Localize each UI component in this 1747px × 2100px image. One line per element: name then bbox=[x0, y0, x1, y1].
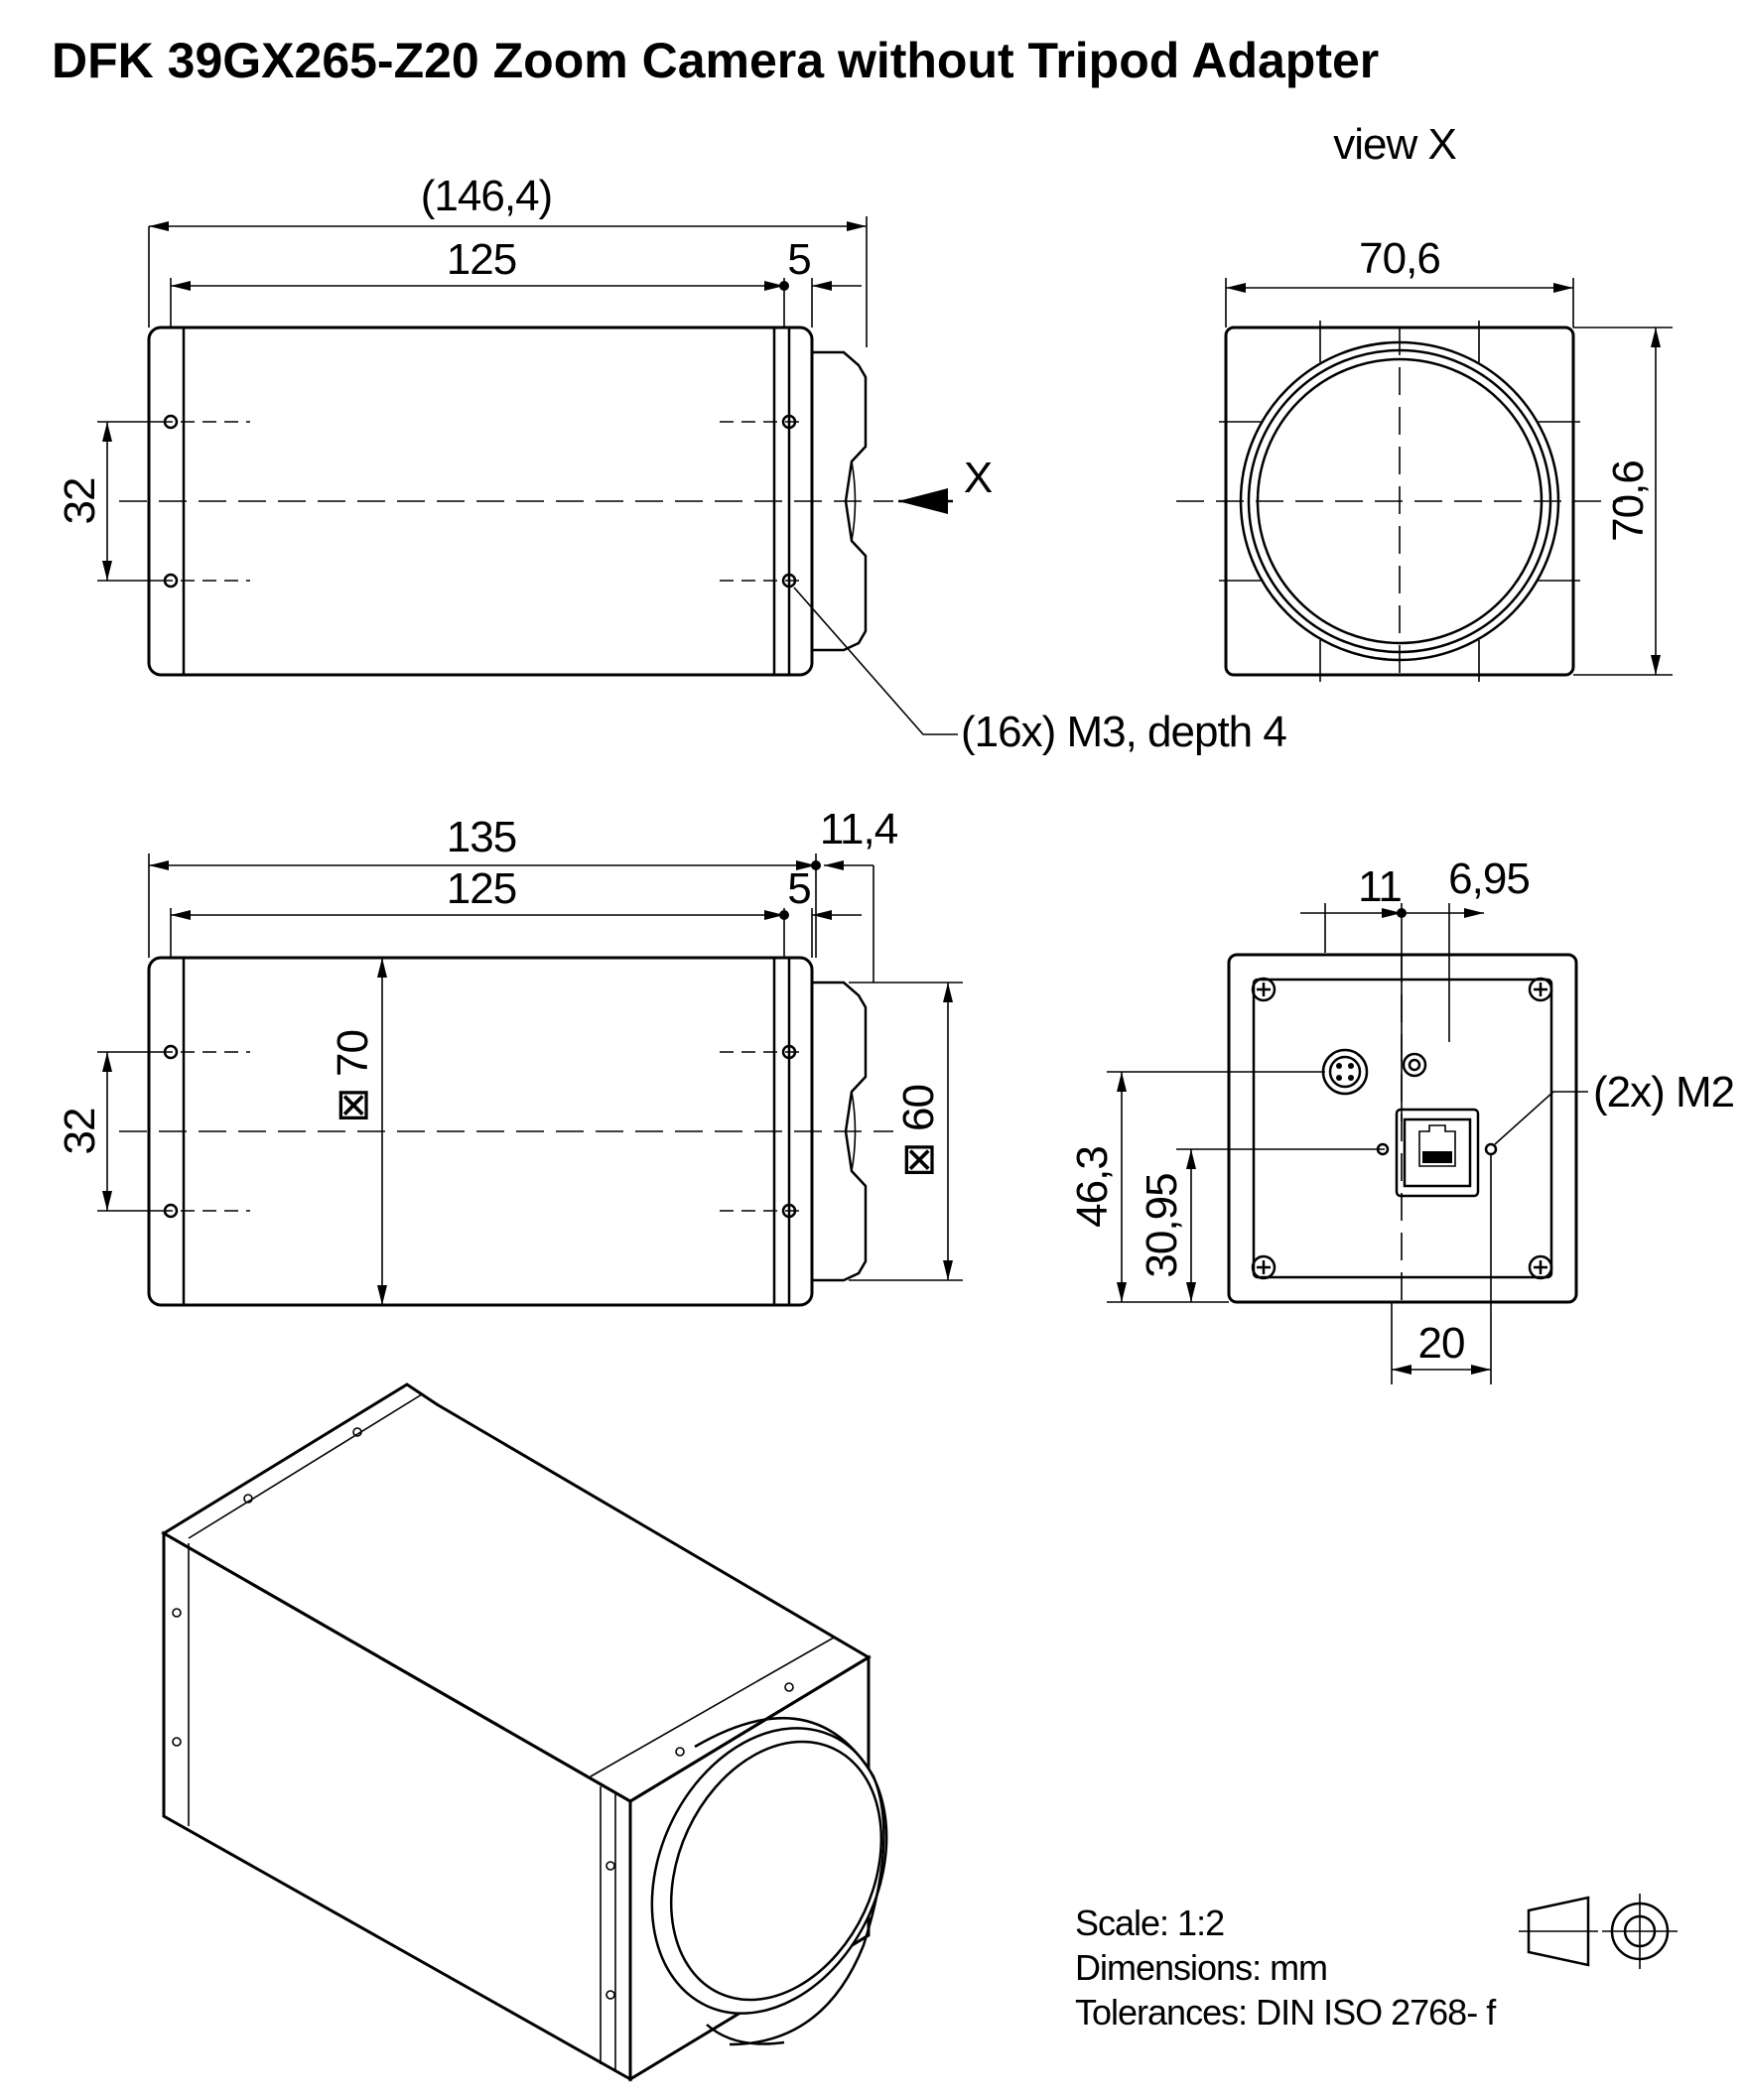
dim-back-463: 46,3 bbox=[1068, 1146, 1117, 1228]
dim-front-width: 70,6 bbox=[1359, 234, 1440, 283]
drawing-title: DFK 39GX265-Z20 Zoom Camera without Trip… bbox=[52, 33, 1379, 88]
dim-top-height: 32 bbox=[56, 478, 104, 525]
top-view: (146,4) 125 5 32 X bbox=[56, 172, 1287, 756]
led-icon bbox=[1402, 1052, 1427, 1078]
dim-back-11: 11 bbox=[1358, 862, 1402, 911]
dim-front-height: 70,6 bbox=[1604, 460, 1653, 542]
dim-lens-square: ⊠ 60 bbox=[894, 1085, 943, 1178]
mount-holes-side bbox=[159, 1044, 802, 1219]
dim-back-20: 20 bbox=[1418, 1319, 1465, 1368]
dim-side-lens: 11,4 bbox=[820, 805, 898, 853]
m2-note: (2x) M2 bbox=[1593, 1068, 1734, 1116]
info-tolerances: Tolerances: DIN ISO 2768- f bbox=[1075, 1992, 1497, 2033]
dim-side-height: 32 bbox=[56, 1109, 104, 1155]
lens-icon bbox=[650, 1717, 888, 2046]
dim-back-3095: 30,95 bbox=[1138, 1173, 1186, 1277]
dim-body-square: ⊠ 70 bbox=[329, 1030, 377, 1123]
view-arrow-label: X bbox=[964, 454, 993, 502]
side-view: 135 11,4 125 5 32 ⊠ 70 bbox=[56, 805, 963, 1307]
front-view-x: view X 70,6 70,6 bbox=[1176, 120, 1673, 682]
dim-top-front: 5 bbox=[787, 235, 810, 284]
view-x-label: view X bbox=[1333, 120, 1456, 169]
info-dimensions: Dimensions: mm bbox=[1075, 1947, 1327, 1988]
projection-symbol-icon bbox=[1519, 1894, 1678, 1969]
info-block: Scale: 1:2 Dimensions: mm Tolerances: DI… bbox=[1075, 1894, 1678, 2033]
mount-holes bbox=[159, 414, 802, 589]
dim-side-overall: 135 bbox=[447, 813, 516, 861]
dim-side-body: 125 bbox=[447, 864, 516, 913]
back-view: 11 6,95 bbox=[1068, 854, 1735, 1384]
dim-back-695: 6,95 bbox=[1448, 854, 1530, 903]
dim-side-front: 5 bbox=[787, 864, 810, 913]
power-connector-icon bbox=[1321, 1048, 1369, 1096]
holes-note: (16x) M3, depth 4 bbox=[961, 708, 1286, 756]
ethernet-port-icon bbox=[1395, 1108, 1480, 1198]
screw-icon bbox=[1251, 977, 1553, 1280]
dim-top-body: 125 bbox=[447, 235, 516, 284]
dim-top-overall: (146,4) bbox=[421, 172, 552, 220]
isometric-view bbox=[161, 1382, 888, 2082]
info-scale: Scale: 1:2 bbox=[1075, 1903, 1224, 1943]
